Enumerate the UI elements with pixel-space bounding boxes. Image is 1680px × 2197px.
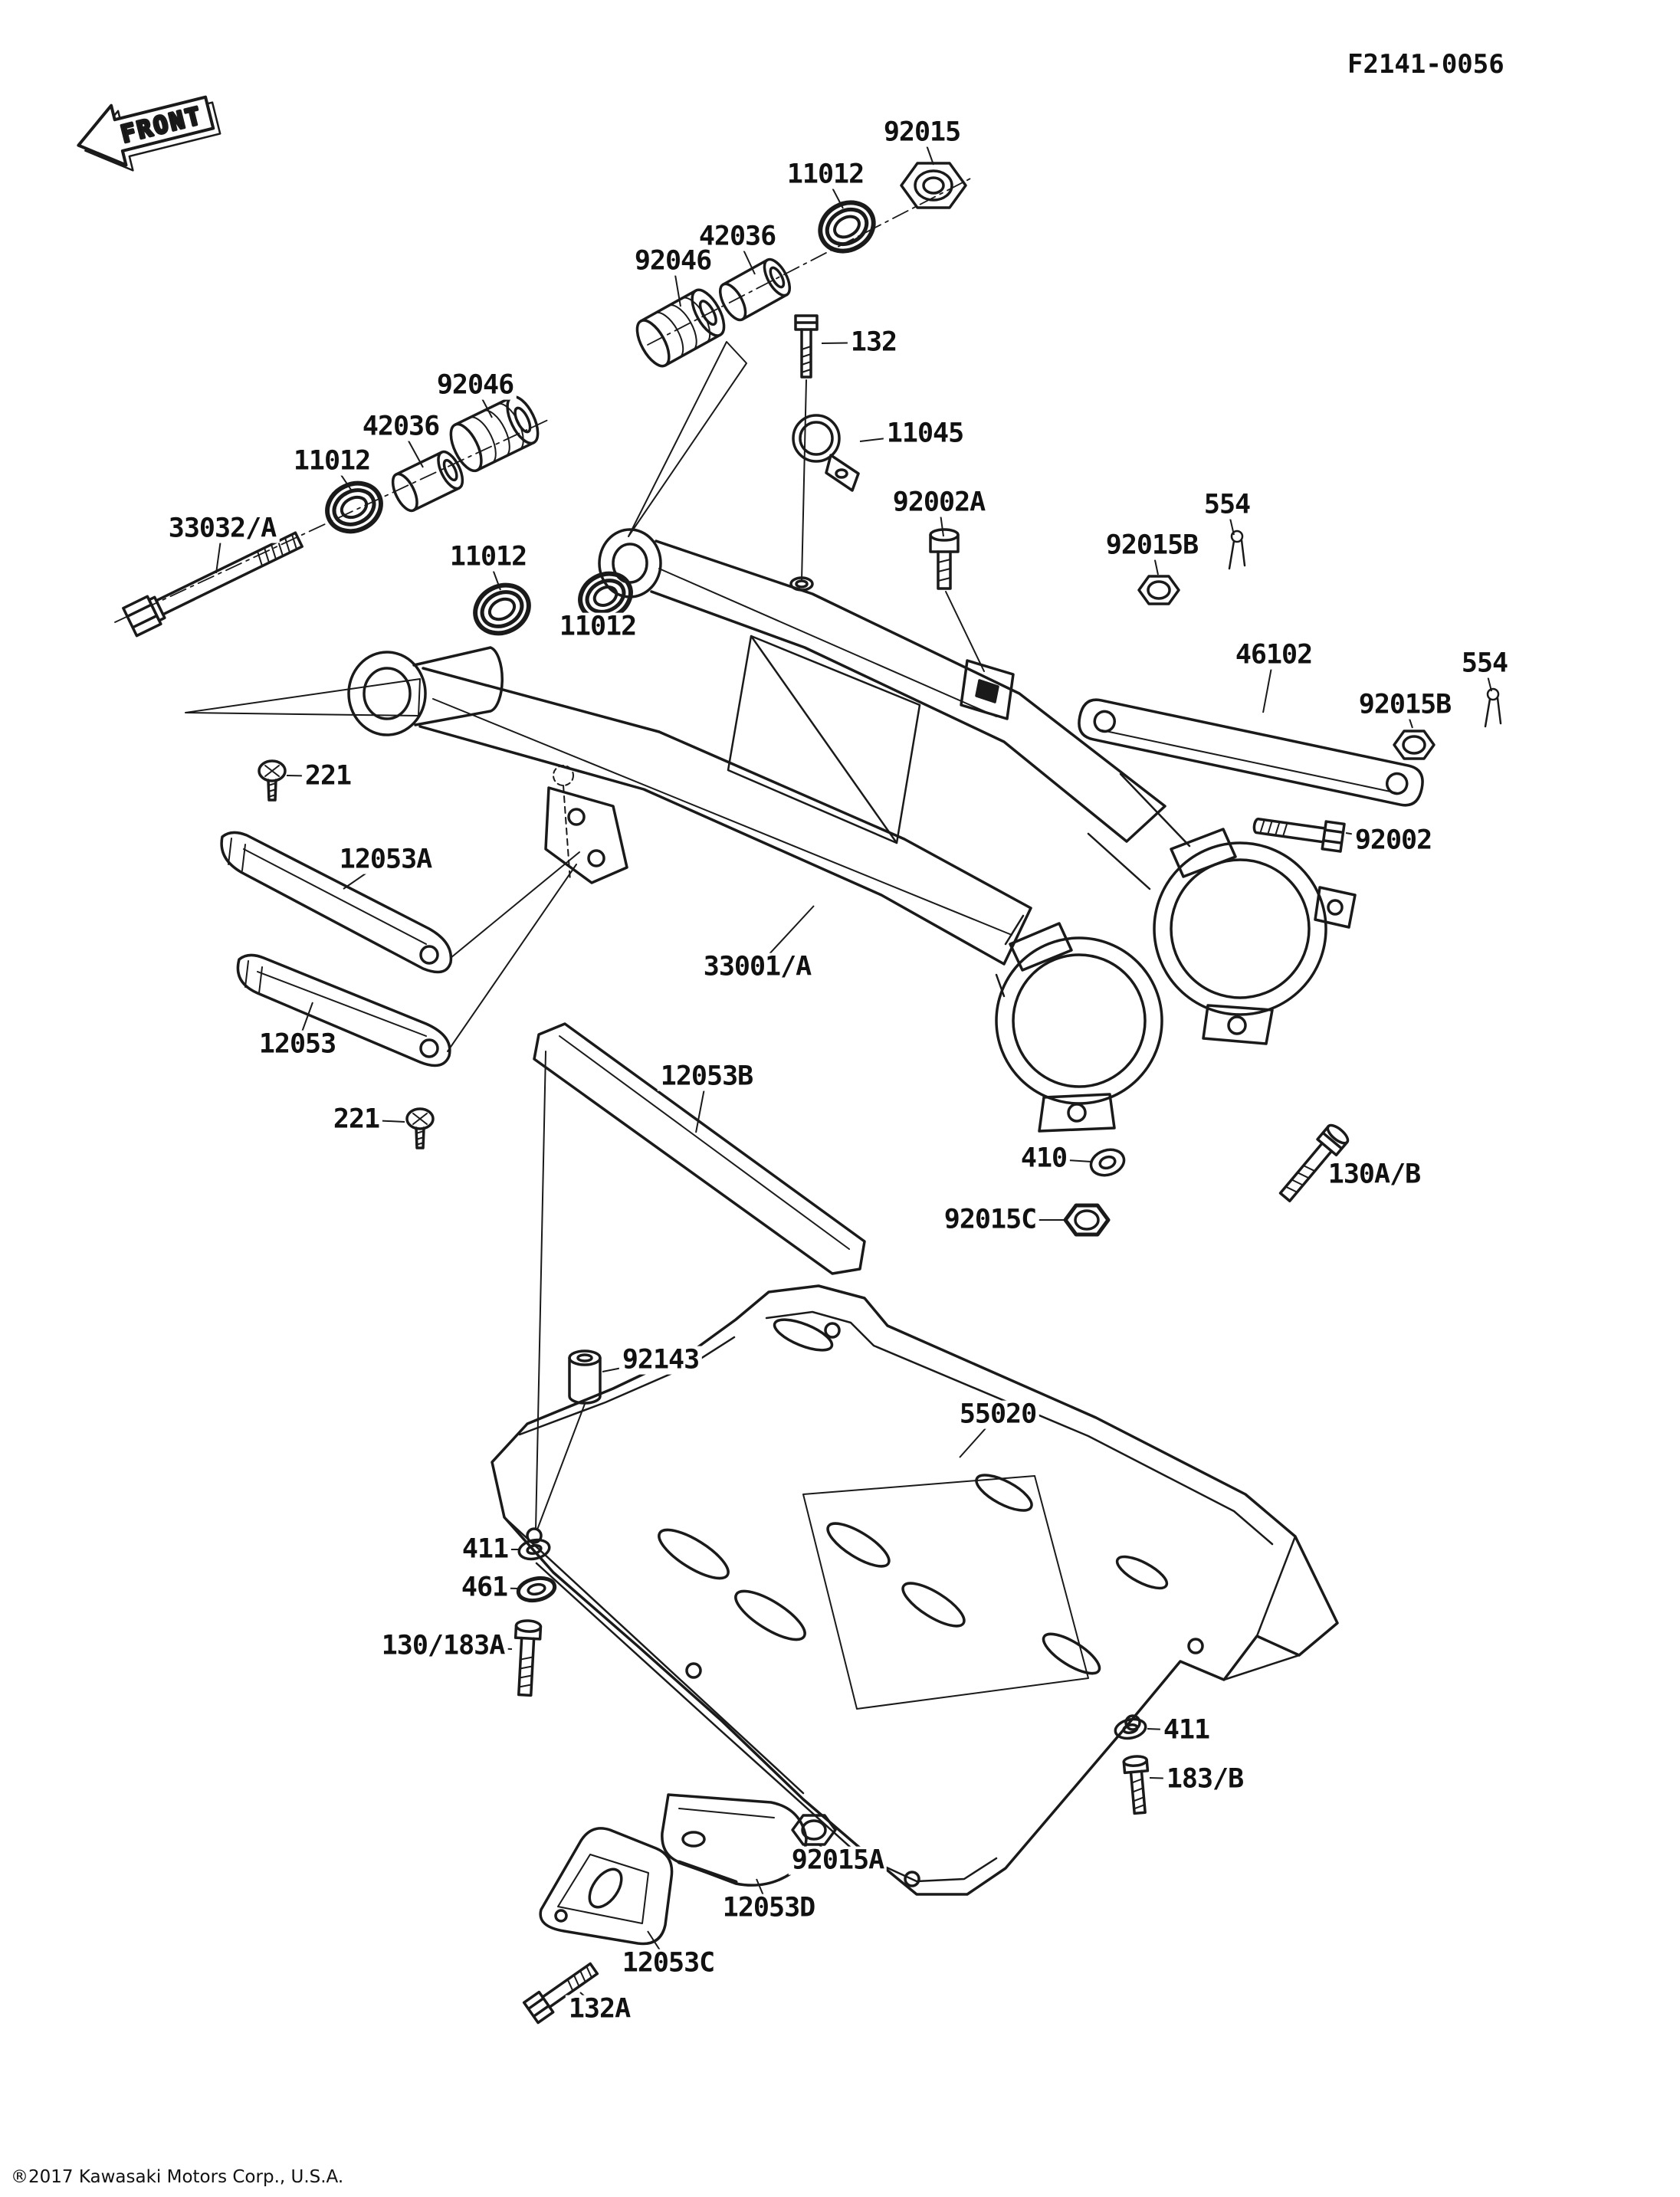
pointer-triangles — [185, 341, 747, 716]
part-12053a-chain-guide — [220, 831, 453, 974]
part-46102-torque-link — [1078, 698, 1424, 807]
part-554-cotter-pin-1 — [1228, 530, 1246, 570]
part-221-screw-1 — [258, 759, 287, 802]
part-11045-clamp — [792, 414, 860, 492]
guide-mounting-lines — [447, 851, 580, 1052]
part-12053c-guide-plate — [539, 1827, 674, 1946]
part-92015b-nut-1 — [1137, 575, 1180, 605]
part-12053b-guide-strip — [533, 1022, 866, 1530]
part-42036-sleeve-1 — [718, 257, 792, 322]
part-92002-bolt — [1252, 817, 1346, 853]
part-92046-bushing-1 — [635, 288, 726, 368]
part-132a-bolt — [522, 1962, 599, 2025]
part-92143-spacer — [536, 1349, 602, 1530]
part-42036-sleeve-2 — [391, 450, 464, 513]
part-130-183a-bolt — [514, 1619, 543, 1697]
part-12053-chain-guide — [236, 953, 451, 1067]
part-92015b-nut-2 — [1393, 730, 1436, 760]
figure-reference: F2141-0056 — [1347, 49, 1504, 80]
part-461-washer — [516, 1576, 557, 1603]
part-410-washer — [1089, 1148, 1126, 1177]
part-130ab-bolt — [1278, 1123, 1350, 1203]
part-11012-seal-2 — [325, 480, 383, 534]
part-33032-pivot-bolt — [122, 531, 304, 638]
part-92015a-nut — [791, 1814, 837, 1846]
part-554-cotter-pin-2 — [1484, 687, 1502, 728]
part-92015-nut — [900, 162, 967, 209]
part-132-bolt — [794, 314, 819, 582]
part-183b-bolt — [1122, 1755, 1150, 1815]
copyright-text: ®2017 Kawasaki Motors Corp., U.S.A. — [11, 2167, 344, 2187]
part-55020-chain-case — [491, 1284, 1339, 1896]
part-411-washer-1 — [517, 1538, 551, 1561]
front-direction-arrow: FRONT — [77, 95, 221, 172]
part-411-washer-2 — [1114, 1717, 1147, 1740]
part-11012-seal-1 — [818, 200, 876, 254]
part-12053d-guide-plate — [661, 1793, 808, 1887]
part-221-screw-2 — [405, 1107, 435, 1149]
part-33001-swingarm — [347, 528, 1357, 1133]
part-92002a-bolt — [929, 528, 985, 672]
